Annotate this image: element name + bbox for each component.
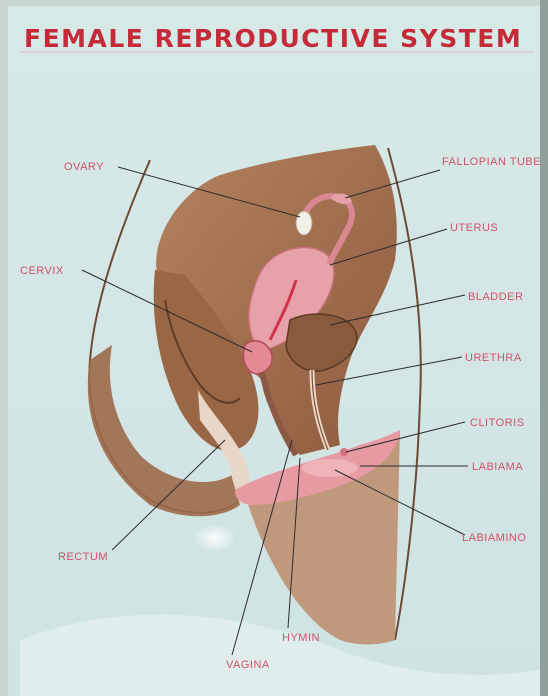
label-rectum: RECTUM: [58, 551, 108, 563]
label-hymin: HYMIN: [282, 632, 320, 644]
poster-edge: [540, 0, 548, 696]
label-labia-minora: LABIAMINO: [462, 532, 526, 544]
label-ovary: OVARY: [64, 161, 104, 173]
labia-minora-shape: [302, 459, 358, 477]
poster-title: FEMALE REPRODUCTIVE SYSTEM: [24, 24, 522, 53]
label-uterus: UTERUS: [450, 222, 498, 234]
label-clitoris: CLITORIS: [470, 417, 525, 429]
label-urethra: URETHRA: [465, 352, 522, 364]
glare-spot: [193, 524, 237, 552]
label-cervix: CERVIX: [20, 265, 64, 277]
label-fallopian-tube: FALLOPIAN TUBE: [442, 156, 541, 168]
cervix-shape: [243, 341, 272, 374]
label-bladder: BLADDER: [468, 291, 523, 303]
label-labia-majora: LABIAMA: [472, 461, 523, 473]
label-vagina: VAGINA: [226, 659, 270, 671]
ovary-shape: [296, 211, 312, 235]
